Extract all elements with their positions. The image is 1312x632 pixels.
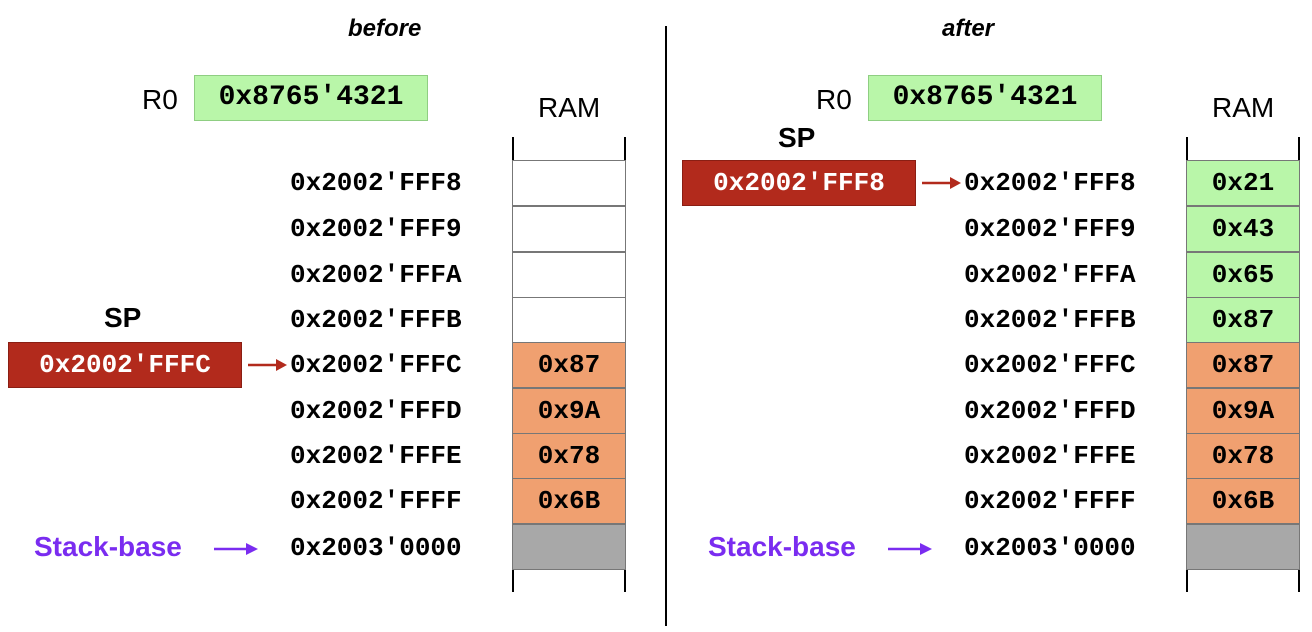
address-label: 0x2002'FFFA — [964, 260, 1136, 290]
sp-label: SP — [778, 122, 816, 153]
r0-label: R0 — [142, 84, 178, 115]
after-panel: after R0 0x8765'4321 RAM 0x21 0x43 0x65 … — [674, 0, 1312, 632]
address-label: 0x2002'FFF9 — [290, 214, 462, 244]
stack-base-arrow — [214, 543, 258, 555]
before-title: before — [348, 15, 422, 42]
ram-cell: 0x6B — [1186, 478, 1300, 524]
ram-label: RAM — [538, 92, 601, 123]
sp-label: SP — [104, 302, 142, 333]
after-title: after — [942, 15, 995, 42]
address-label: 0x2003'0000 — [290, 533, 462, 563]
address-label: 0x2002'FFFF — [964, 486, 1136, 516]
ram-cell — [1186, 524, 1300, 570]
address-label: 0x2002'FFFD — [290, 396, 462, 426]
stack-base-label: Stack-base — [708, 531, 856, 562]
address-label: 0x2002'FFFE — [290, 441, 462, 471]
panel-divider — [665, 26, 667, 626]
sp-pointer-arrow — [248, 359, 287, 371]
address-label: 0x2002'FFF9 — [964, 214, 1136, 244]
ram-cell — [512, 160, 626, 206]
ram-cell: 0x9A — [1186, 388, 1300, 434]
address-label: 0x2002'FFFC — [964, 350, 1136, 380]
address-label: 0x2002'FFFE — [964, 441, 1136, 471]
ram-column: 0x87 0x9A 0x78 0x6B — [512, 137, 626, 592]
ram-cell: 0x6B — [512, 478, 626, 524]
address-label: 0x2002'FFFC — [290, 350, 462, 380]
ram-cell: 0x78 — [512, 433, 626, 479]
ram-cell: 0x78 — [1186, 433, 1300, 479]
ram-cell: 0x9A — [512, 388, 626, 434]
address-label: 0x2002'FFFD — [964, 396, 1136, 426]
address-label: 0x2002'FFFB — [290, 305, 462, 335]
ram-cell — [512, 206, 626, 252]
address-label: 0x2003'0000 — [964, 533, 1136, 563]
address-label: 0x2002'FFF8 — [964, 168, 1136, 198]
before-panel: before R0 0x8765'4321 RAM 0x87 0x9A 0x78… — [8, 15, 626, 592]
r0-label: R0 — [816, 84, 852, 115]
stack-base-label: Stack-base — [34, 531, 182, 562]
sp-register-value: 0x2002'FFFC — [8, 342, 242, 388]
ram-cell: 0x87 — [1186, 297, 1300, 343]
ram-cell: 0x65 — [1186, 252, 1300, 298]
ram-label: RAM — [1212, 92, 1275, 123]
ram-cell — [512, 252, 626, 298]
ram-cell — [512, 297, 626, 343]
ram-cell: 0x87 — [1186, 342, 1300, 388]
ram-cell: 0x43 — [1186, 206, 1300, 252]
r0-register-value: 0x8765'4321 — [868, 75, 1102, 121]
ram-cell — [512, 524, 626, 570]
address-label: 0x2002'FFFF — [290, 486, 462, 516]
ram-column: 0x21 0x43 0x65 0x87 0x87 0x9A 0x78 0x6B — [1186, 137, 1300, 592]
address-label: 0x2002'FFF8 — [290, 168, 462, 198]
sp-register-value: 0x2002'FFF8 — [682, 160, 916, 206]
sp-pointer-arrow — [922, 177, 961, 189]
ram-cell: 0x21 — [1186, 160, 1300, 206]
r0-register-value: 0x8765'4321 — [194, 75, 428, 121]
ram-cell: 0x87 — [512, 342, 626, 388]
address-label: 0x2002'FFFA — [290, 260, 462, 290]
address-label: 0x2002'FFFB — [964, 305, 1136, 335]
stack-base-arrow — [888, 543, 932, 555]
